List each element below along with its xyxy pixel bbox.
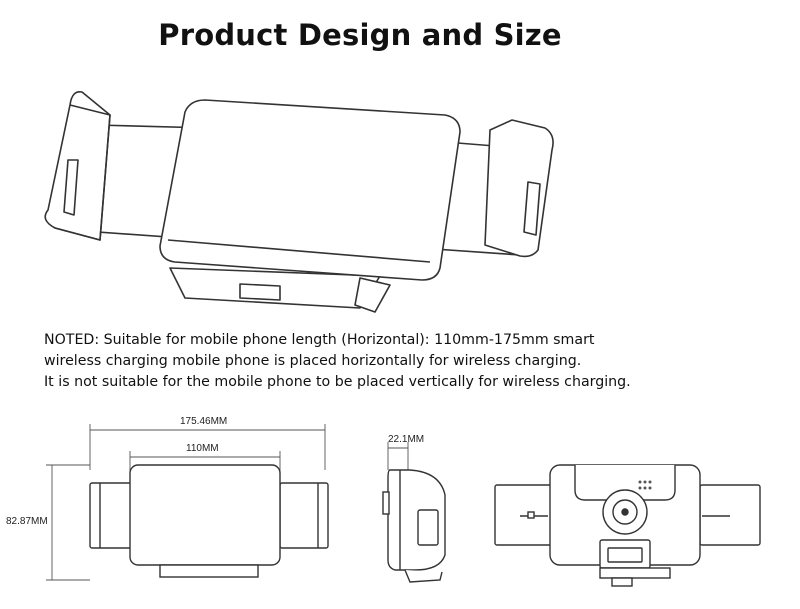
dimension-depth: 22.1MM: [388, 434, 425, 445]
usage-note: NOTED: Suitable for mobile phone length …: [44, 330, 784, 393]
note-line-1: NOTED: Suitable for mobile phone length …: [44, 332, 595, 348]
note-line-2: wireless charging mobile phone is placed…: [44, 353, 582, 369]
note-line-3: It is not suitable for the mobile phone …: [44, 374, 631, 390]
dimension-inner-width: 110MM: [186, 443, 219, 454]
page-title: Product Design and Size: [158, 18, 562, 52]
dimension-overall-width: 175.46MM: [180, 416, 228, 427]
dimension-height: 82.87MM: [6, 516, 48, 527]
product-isometric-drawing: [44, 90, 554, 313]
